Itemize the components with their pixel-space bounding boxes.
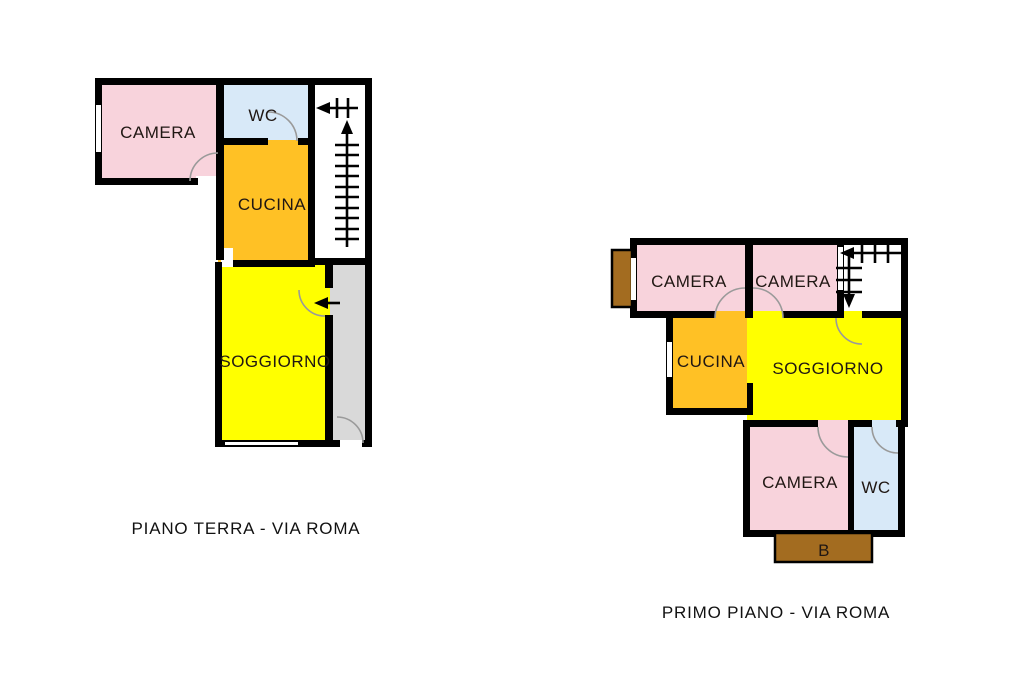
ff-cucina-window	[667, 342, 672, 377]
ff-wall-soggiorno-bottom-mid	[848, 420, 872, 427]
ff-plan-title: PRIMO PIANO - VIA ROMA	[662, 603, 890, 622]
gf-camera-room	[95, 78, 222, 185]
ff-wall-camera3-wc	[848, 427, 854, 530]
ff-wall-cucina-soggiorno	[747, 383, 753, 415]
ff-camera1-balcony-opening	[631, 258, 636, 300]
ff-camera3-room	[743, 420, 853, 530]
gf-wc-door-arc	[267, 111, 298, 142]
ff-wall-camera2-bottom	[783, 311, 843, 318]
gf-stairs-up-icon	[316, 98, 359, 247]
ff-wall-top	[630, 238, 908, 245]
gf-wall-soggiorno-top	[233, 260, 315, 267]
gf-wall-soggiorno-left	[215, 262, 222, 447]
gf-wall-bottom-stub	[362, 440, 372, 447]
gf-wall-wc-bottom-left	[216, 138, 268, 145]
ff-soggiorno-room	[747, 311, 904, 427]
ff-cucina-room	[666, 311, 753, 415]
ff-camera1-door-arc	[714, 287, 746, 319]
gf-wall-camera-bottom	[95, 178, 198, 185]
gf-cucina-label: CUCINA	[238, 195, 306, 214]
ff-camera2-door-arc	[752, 287, 784, 319]
gf-stairwell	[310, 80, 368, 262]
ff-cucina-label: CUCINA	[677, 352, 745, 371]
gf-passage-notch	[196, 176, 216, 267]
gf-soggiorno-entry-door-arc	[298, 289, 326, 317]
ff-wall-cucina-bottom	[666, 408, 753, 415]
gf-camera-door-arc	[189, 152, 219, 182]
gf-soggiorno-label: SOGGIORNO	[219, 352, 330, 371]
ff-camera1-room	[630, 238, 753, 318]
gf-corridor-exit-door-arc	[336, 416, 364, 444]
ff-soggiorno-label: SOGGIORNO	[772, 359, 883, 378]
gf-camera-window	[96, 105, 101, 152]
ff-camera2-label: CAMERA	[755, 272, 831, 291]
ff-wall-camera-divider	[745, 238, 753, 318]
gf-soggiorno-window	[225, 442, 298, 445]
gf-wall-corridor-upper	[325, 258, 333, 288]
ff-wall-stairwell-bottom	[862, 311, 908, 318]
ff-camera2-room	[753, 238, 843, 318]
ff-wc-room	[853, 420, 905, 530]
ff-stairs-down-icon	[836, 243, 902, 308]
ff-camera3-label: CAMERA	[762, 473, 838, 492]
first-floor-plan: CAMERA CAMERA CUCINA SOGGIORNO CAMERA WC…	[610, 238, 908, 622]
gf-wall-camera-wc-divider	[216, 78, 224, 260]
gf-wall-top	[95, 78, 372, 85]
ff-wall-soggiorno-bottom-left	[743, 420, 818, 427]
ff-balcony-left	[610, 248, 634, 309]
ff-camera1-label: CAMERA	[651, 272, 727, 291]
gf-wall-stairwell-left	[308, 78, 315, 265]
ff-wall-right-lower	[898, 420, 905, 537]
gf-wall-wc-bottom-right	[298, 138, 310, 145]
gf-wall-right	[365, 78, 372, 447]
ff-balcony-b	[773, 531, 874, 564]
gf-soggiorno-room	[218, 262, 330, 447]
ff-wall-block-left	[743, 420, 750, 537]
gf-entrance-arrow	[314, 297, 340, 309]
ff-wall-right-upper	[901, 238, 908, 427]
gf-wall-stairwell-bottom	[308, 258, 372, 265]
gf-corridor	[330, 262, 370, 440]
ff-wc-door-arc	[871, 426, 899, 454]
ff-stairwell-door-arc	[835, 317, 863, 345]
ground-floor-plan: CAMERA WC CUCINA SOGGIORNO PIANO TERRA -…	[95, 78, 372, 538]
gf-plan-title: PIANO TERRA - VIA ROMA	[132, 519, 361, 538]
gf-wc-label: WC	[248, 106, 277, 125]
ff-camera3-door-arc	[817, 426, 849, 458]
ff-balcony-label: B	[818, 541, 830, 560]
gf-cucina-room	[218, 140, 312, 267]
ff-wc-label: WC	[861, 478, 890, 497]
gf-wall-corridor-lower	[325, 315, 333, 447]
gf-camera-label: CAMERA	[120, 123, 196, 142]
